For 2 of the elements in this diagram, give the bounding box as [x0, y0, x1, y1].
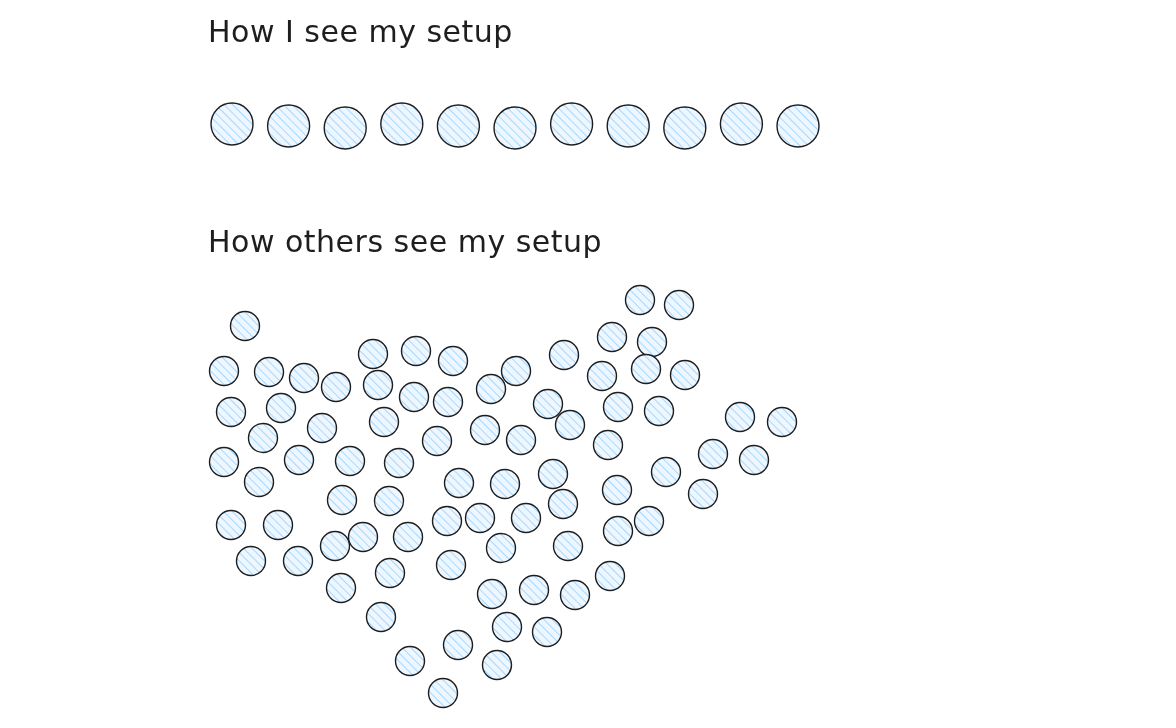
heading: How others see my setup — [208, 224, 603, 259]
heading: How I see my setup — [208, 14, 513, 49]
